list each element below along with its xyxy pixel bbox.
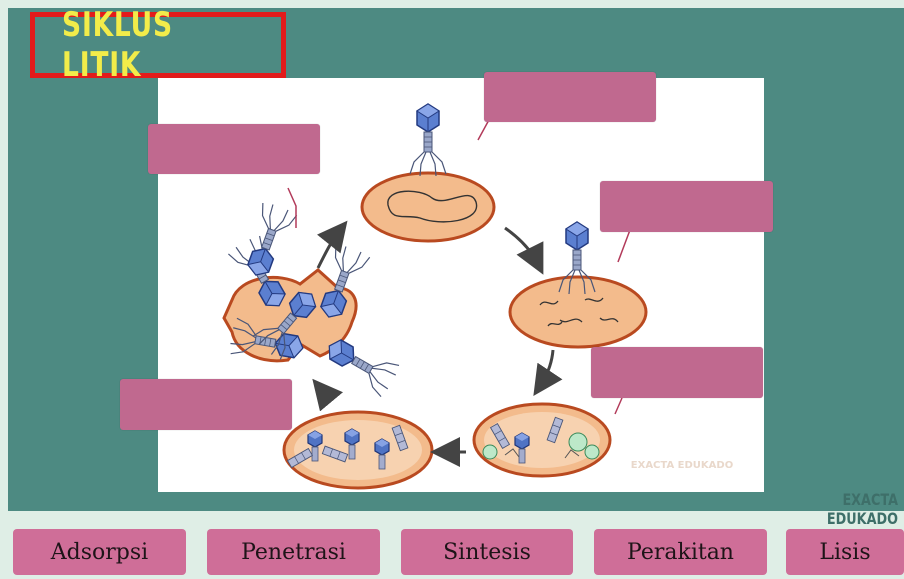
stage-lysis xyxy=(224,201,401,397)
watermark: EXACTA EDUKADO xyxy=(770,490,898,528)
stage-synthesis: EXACTA EDUKADO xyxy=(474,404,733,476)
option-penetrasi[interactable]: Penetrasi xyxy=(207,529,380,575)
label-slot-assembly[interactable] xyxy=(120,379,292,430)
option-perakitan[interactable]: Perakitan xyxy=(594,529,767,575)
option-lisis[interactable]: Lisis xyxy=(786,529,904,575)
label-slot-penetration[interactable] xyxy=(600,181,773,232)
label-slot-synthesis[interactable] xyxy=(591,347,763,398)
stage-attachment xyxy=(362,104,494,241)
label-slot-lysis[interactable] xyxy=(148,124,320,174)
inner-watermark: EXACTA EDUKADO xyxy=(631,460,733,471)
option-adsorpsi[interactable]: Adsorpsi xyxy=(13,529,186,575)
label-slot-adsorption[interactable] xyxy=(484,72,656,122)
stage-assembly xyxy=(284,412,432,488)
option-sintesis[interactable]: Sintesis xyxy=(401,529,573,575)
